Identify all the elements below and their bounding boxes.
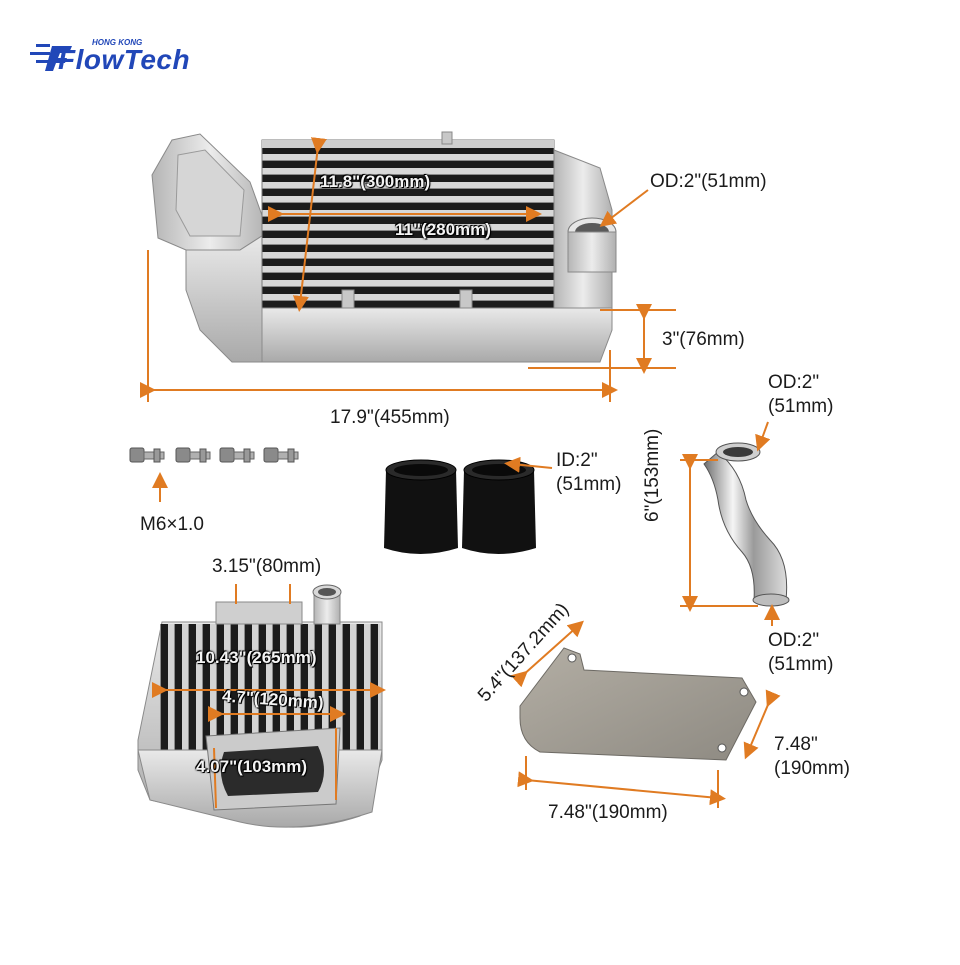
bolt [263,447,299,463]
bolt [175,447,211,463]
bolt [219,447,255,463]
outlet-od-label: OD:2"(51mm) [650,171,767,192]
pipe-top-od-1: OD:2" [768,372,820,393]
bracket-side-label-1: 7.48" [774,734,818,755]
overall-length-label: 17.9"(455mm) [330,407,450,428]
brand-logo [30,44,72,71]
bolt [129,447,165,463]
opening-width-2-label: 4.07"(103mm) [196,757,308,776]
pipe-bottom-od-2: (51mm) [768,654,834,675]
dimension-lines-bracket [510,620,781,808]
bolt-set [129,447,299,463]
bracket-bottom-label: 7.48"(190mm) [548,802,668,823]
coupler-id-label-1: ID:2" [556,450,598,471]
pipe-bottom-od-1: OD:2" [768,630,820,651]
bolt-thread-label: M6×1.0 [140,514,204,535]
dimension-lines-main [140,137,676,402]
silicone-couplers [384,459,536,554]
intercooler-main [151,131,617,363]
dimension-lines-top-view [152,584,386,809]
core-height-label: 11.8"(300mm) [320,172,431,191]
bracket-side-label-2: (190mm) [774,758,851,779]
depth-label: 3"(76mm) [662,329,745,350]
brand-name: FlowTech [58,44,191,75]
top-core-width-label: 10.43"(265mm) [196,648,317,667]
intercooler-top-view [137,584,383,828]
coupler-id-label-2: (51mm) [556,474,622,495]
bent-pipe [703,442,790,607]
core-width-label: 11"(280mm) [395,220,491,239]
brand-region: HONG KONG [92,38,143,47]
pipe-top-od-2: (51mm) [768,396,834,417]
mounting-bracket [519,647,757,761]
pipe-length-label: 6"(153mm) [642,428,663,522]
dimension-lines-pipe [680,421,780,626]
mount-spacing-label: 3.15"(80mm) [212,556,322,577]
